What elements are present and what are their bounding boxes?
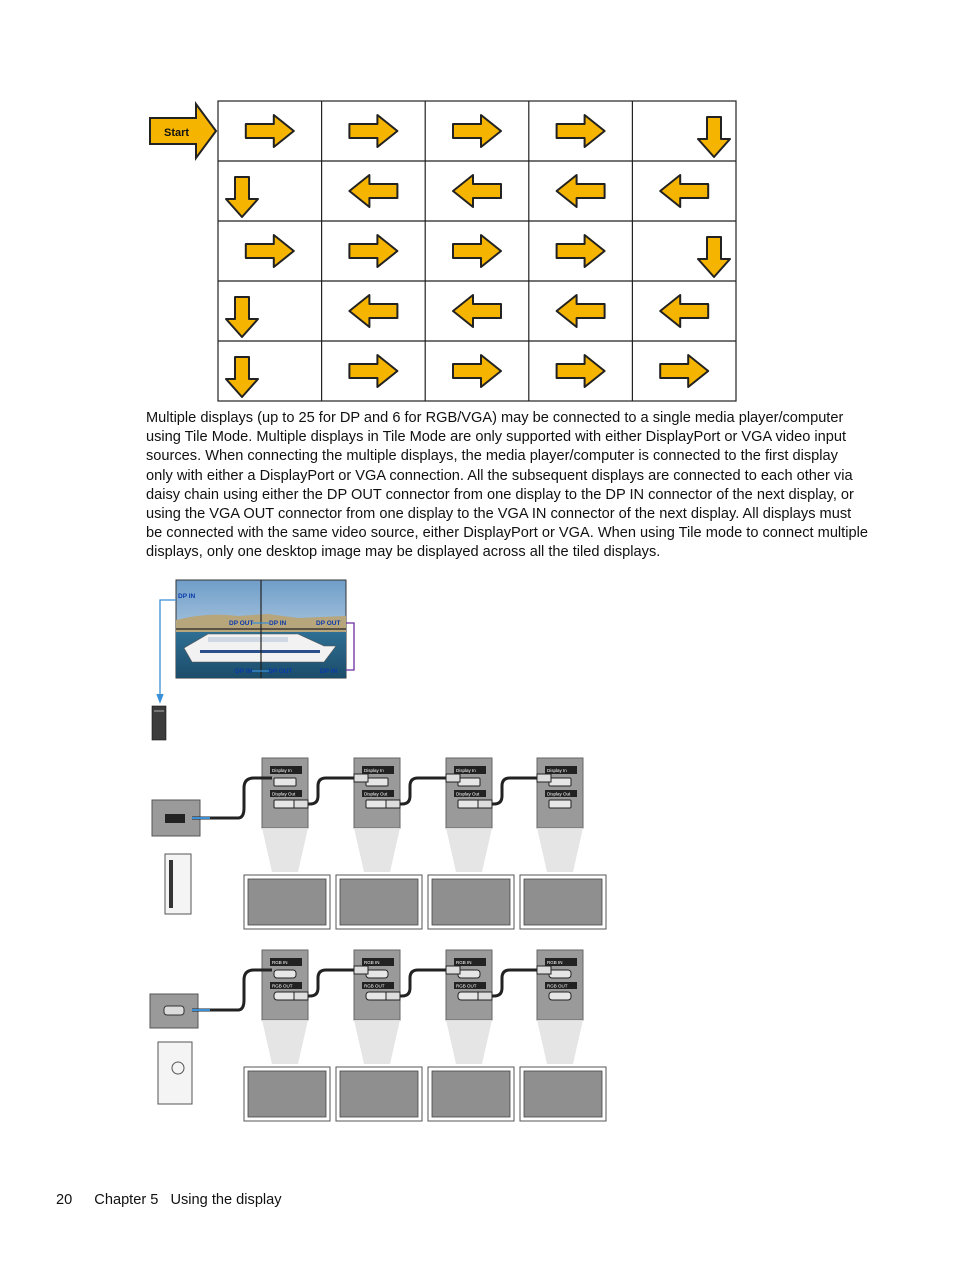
- port-out-label: RGB OUT: [456, 984, 477, 989]
- port-out-label: Display Out: [272, 792, 296, 797]
- label-dp-out-2: DP OUT: [316, 620, 340, 627]
- label-dp-in-1: DP IN: [269, 620, 287, 627]
- connector-panel-1: RGB IN RGB OUT: [262, 950, 308, 1064]
- arrow-left-r2-c4: [557, 175, 605, 207]
- chapter-label: Chapter 5: [94, 1192, 158, 1208]
- start-label: Start: [164, 127, 189, 139]
- port-in-label: RGB IN: [364, 960, 380, 965]
- arrow-right-r5-c5: [660, 355, 708, 387]
- port-out-label: Display Out: [456, 792, 480, 797]
- monitor-1: [244, 1067, 330, 1121]
- monitor-4: [520, 875, 606, 929]
- port-in-label: Display In: [547, 768, 567, 773]
- mini-pc-icon: [152, 706, 166, 740]
- dp-monitors: [244, 875, 606, 929]
- tile-mode-arrow-diagram: Start: [148, 98, 740, 404]
- displayport-daisy-chain-figure: Display In Display Out Display In Display O…: [148, 754, 613, 934]
- port-out-label: Display Out: [364, 792, 388, 797]
- tile-mode-paragraph: Multiple displays (up to 25 for DP and 6…: [146, 409, 868, 563]
- arrow-down-r1-c5: [698, 117, 730, 157]
- pc-tower-vga: [150, 994, 198, 1104]
- tiled-displays-photo-figure: DP IN DP OUT DP IN DP OUT DP IN DP OUT D…: [148, 576, 358, 746]
- label-dp-in-3: DP IN: [320, 668, 338, 675]
- monitor-2: [336, 875, 422, 929]
- arrow-down-r4-c1: [226, 297, 258, 337]
- arrow-set: [226, 115, 730, 397]
- arrow-down-r5-c1: [226, 357, 258, 397]
- arrow-right-r5-c3: [453, 355, 501, 387]
- arrow-down-r3-c5: [698, 237, 730, 277]
- arrow-right-r1-c2: [349, 115, 397, 147]
- page-number: 20: [56, 1192, 72, 1208]
- page-footer: 20 Chapter 5 Using the display: [56, 1192, 300, 1208]
- port-in-label: RGB IN: [456, 960, 472, 965]
- monitor-1: [244, 875, 330, 929]
- arrow-left-r2-c5: [660, 175, 708, 207]
- port-in-label: RGB IN: [272, 960, 288, 965]
- label-dp-out-3: DP OUT: [268, 668, 292, 675]
- port-out-label: RGB OUT: [547, 984, 568, 989]
- arrow-right-r3-c2: [349, 235, 397, 267]
- arrow-left-r2-c3: [453, 175, 501, 207]
- monitor-3: [428, 1067, 514, 1121]
- dp-panels: Display In Display Out Display In Display O…: [192, 758, 583, 872]
- arrow-right-r3-c4: [557, 235, 605, 267]
- arrow-left-r4-c5: [660, 295, 708, 327]
- port-in-label: RGB IN: [547, 960, 563, 965]
- chapter-title: Using the display: [170, 1192, 281, 1208]
- monitor-3: [428, 875, 514, 929]
- port-in-label: Display In: [272, 768, 292, 773]
- port-out-label: RGB OUT: [364, 984, 385, 989]
- arrow-right-r3-c1: [246, 235, 294, 267]
- vga-monitors: [244, 1067, 606, 1121]
- port-out-label: RGB OUT: [272, 984, 293, 989]
- arrow-right-r5-c2: [349, 355, 397, 387]
- port-in-label: Display In: [456, 768, 476, 773]
- tiled-photo-wall: [176, 580, 346, 678]
- arrow-left-r4-c2: [349, 295, 397, 327]
- monitor-2: [336, 1067, 422, 1121]
- arrow-down-r2-c1: [226, 177, 258, 217]
- port-in-label: Display In: [364, 768, 384, 773]
- arrow-left-r2-c2: [349, 175, 397, 207]
- label-dp-in-top: DP IN: [178, 593, 196, 600]
- arrow-left-r4-c3: [453, 295, 501, 327]
- label-dp-in-2: DP IN: [235, 668, 253, 675]
- label-dp-out-1: DP OUT: [229, 620, 253, 627]
- arrow-right-r5-c4: [557, 355, 605, 387]
- connector-panel-1: Display In Display Out: [262, 758, 308, 872]
- arrow-left-r4-c4: [557, 295, 605, 327]
- start-arrow: Start: [150, 104, 216, 158]
- arrow-right-r1-c3: [453, 115, 501, 147]
- port-out-label: Display Out: [547, 792, 571, 797]
- monitor-4: [520, 1067, 606, 1121]
- arrow-right-r3-c3: [453, 235, 501, 267]
- arrow-right-r1-c1: [246, 115, 294, 147]
- arrow-right-r1-c4: [557, 115, 605, 147]
